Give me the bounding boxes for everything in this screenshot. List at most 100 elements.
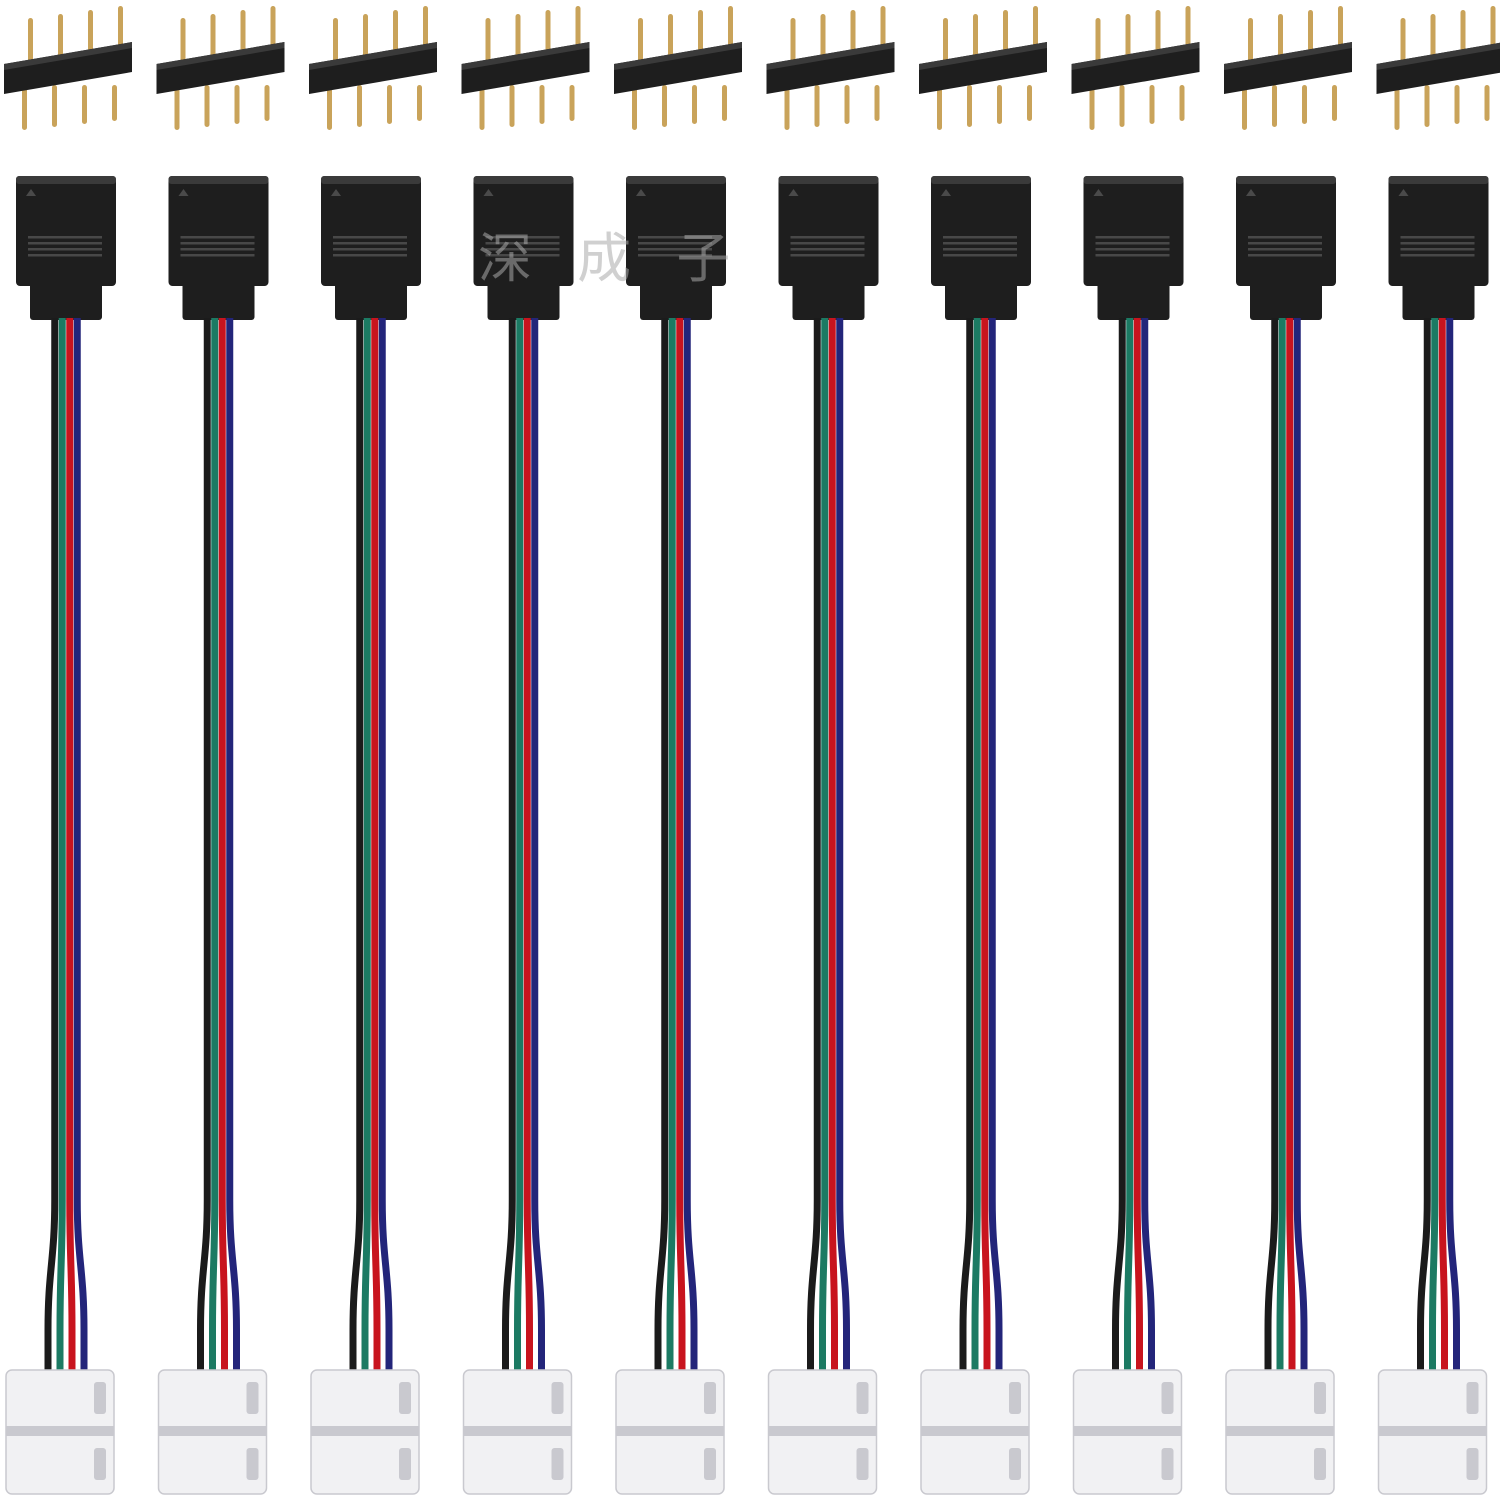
grip-ridge [638,248,712,251]
clip-seam [159,1426,267,1436]
wire-blue [77,318,84,1372]
pin [632,85,637,130]
wire-green [823,318,825,1372]
housing-neck [30,282,102,320]
clip-latch [1162,1382,1174,1414]
pin [722,85,727,121]
grip-ridge [1096,242,1170,245]
wire-green [1280,318,1282,1372]
grip-ridge [1401,236,1475,239]
pin [205,85,210,127]
pin [1272,85,1277,127]
wire-green [1433,318,1435,1372]
pin [52,85,57,127]
wire-bundle [506,318,542,1372]
clip-latch [1009,1382,1021,1414]
clip-latch [247,1382,259,1414]
wire-green [975,318,977,1372]
pin-header [1072,6,1200,130]
pin-header [462,6,590,130]
grip-ridge [1401,248,1475,251]
pin-header [157,6,285,130]
pin-header [1377,6,1500,130]
wire-blue [535,318,542,1372]
clip-latch [704,1448,716,1480]
pin [540,85,545,124]
female-connector [474,176,574,320]
housing-neck [183,282,255,320]
wire-black [963,318,970,1372]
pin [1180,85,1185,121]
wire-green [60,318,62,1372]
wire-black [353,318,360,1372]
grip-ridge [28,254,102,257]
wire-red [985,318,987,1372]
pin-header [1224,6,1352,130]
wire-black [658,318,665,1372]
wire-blue [1450,318,1457,1372]
grip-ridge [1248,242,1322,245]
cable-unit [614,6,742,1494]
pin [417,85,422,121]
grip-ridge [1401,242,1475,245]
pin [357,85,362,127]
grip-ridge [486,248,560,251]
grip-ridge [791,242,865,245]
female-connector [321,176,421,320]
strip-clip-connector [1074,1370,1182,1494]
grip-ridge [791,236,865,239]
housing-top [169,176,269,184]
wire-bundle [353,318,389,1372]
cable-unit [1072,6,1200,1494]
housing-neck [793,282,865,320]
female-connector [1389,176,1489,320]
strip-clip-connector [1379,1370,1487,1494]
clip-seam [1226,1426,1334,1436]
grip-ridge [1096,248,1170,251]
pin [967,85,972,127]
grip-ridge [1248,236,1322,239]
pin-header [919,6,1047,130]
wire-red [375,318,377,1372]
pin [1090,85,1095,130]
grip-ridge [638,236,712,239]
housing-top [16,176,116,184]
strip-clip-connector [616,1370,724,1494]
grip-ridge [1096,236,1170,239]
wire-blue [840,318,847,1372]
wire-black [201,318,208,1372]
clip-latch [1314,1382,1326,1414]
clip-latch [247,1448,259,1480]
wire-black [48,318,55,1372]
cable-unit [1224,6,1352,1494]
clip-latch [1467,1448,1479,1480]
cable-unit [157,6,285,1494]
wire-red [1290,318,1292,1372]
wire-bundle [1116,318,1152,1372]
grip-ridge [791,254,865,257]
clip-latch [399,1382,411,1414]
wire-bundle [658,318,694,1372]
grip-ridge [486,242,560,245]
wire-red [1442,318,1444,1372]
pin [235,85,240,124]
pin [82,85,87,124]
clip-latch [1467,1382,1479,1414]
strip-clip-connector [6,1370,114,1494]
wire-green [670,318,672,1372]
clip-seam [921,1426,1029,1436]
wire-red [832,318,834,1372]
pin-header [4,6,132,130]
wire-red [680,318,682,1372]
pin [112,85,117,121]
cable-unit [1377,6,1500,1494]
clip-latch [1162,1448,1174,1480]
grip-ridge [333,254,407,257]
pin [387,85,392,124]
pin [175,85,180,130]
housing-neck [1250,282,1322,320]
clip-seam [1074,1426,1182,1436]
pin [1150,85,1155,124]
grip-ridge [1401,254,1475,257]
wire-bundle [963,318,999,1372]
